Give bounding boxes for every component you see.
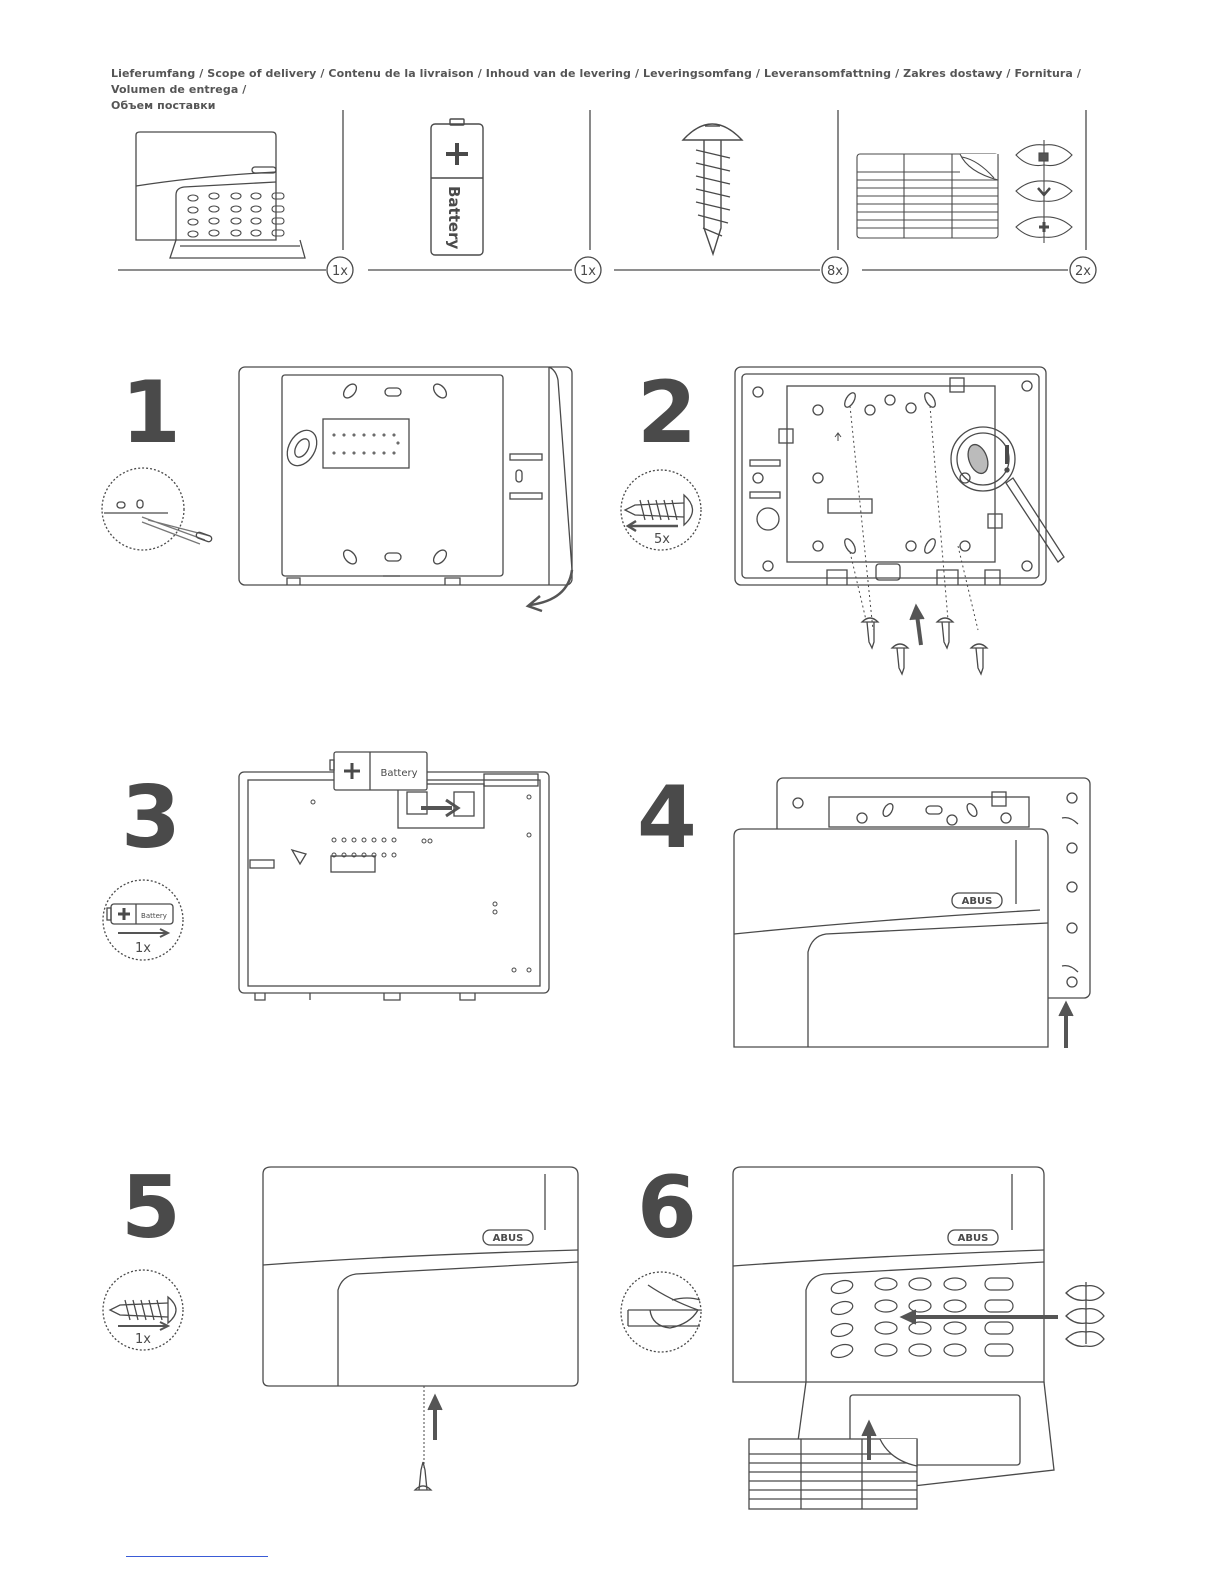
step3-circuit-board (239, 752, 549, 1000)
step3-detail-battery-label: Battery (141, 912, 167, 920)
steps-illustrations: 5x (0, 300, 1224, 1550)
count-screws: 8x (827, 264, 843, 279)
step4-brand-logo: ABUS (962, 896, 993, 907)
step2-detail-count: 5x (654, 532, 670, 547)
step6-keypad-device (733, 1167, 1104, 1509)
keycap-sprue-icon (1016, 140, 1072, 243)
step6-brand-logo: ABUS (958, 1233, 989, 1244)
step1-detail-screwdriver-icon (102, 468, 213, 550)
count-labels: 2x (1075, 264, 1091, 279)
step4-housing-assembly (734, 778, 1090, 1048)
keypad-device-icon (136, 132, 305, 258)
step6-detail-label-insert-icon (621, 1272, 701, 1352)
step2-base-plate (735, 367, 1064, 674)
label-sheet-icon (857, 154, 998, 238)
count-keypad: 1x (332, 264, 348, 279)
step1-device-back (239, 367, 572, 611)
step5-housing-front (263, 1167, 578, 1490)
footer-rule (126, 1556, 268, 1557)
step5-detail-count: 1x (135, 1332, 151, 1347)
count-battery: 1x (580, 264, 596, 279)
step3-detail-count: 1x (135, 941, 151, 956)
battery-label: Battery (445, 186, 463, 249)
delivery-items-row: Battery 1x 1x 8x 2x (0, 0, 1224, 300)
step5-brand-logo: ABUS (493, 1233, 524, 1244)
step3-battery-label: Battery (380, 768, 417, 779)
screw-icon (683, 124, 742, 254)
